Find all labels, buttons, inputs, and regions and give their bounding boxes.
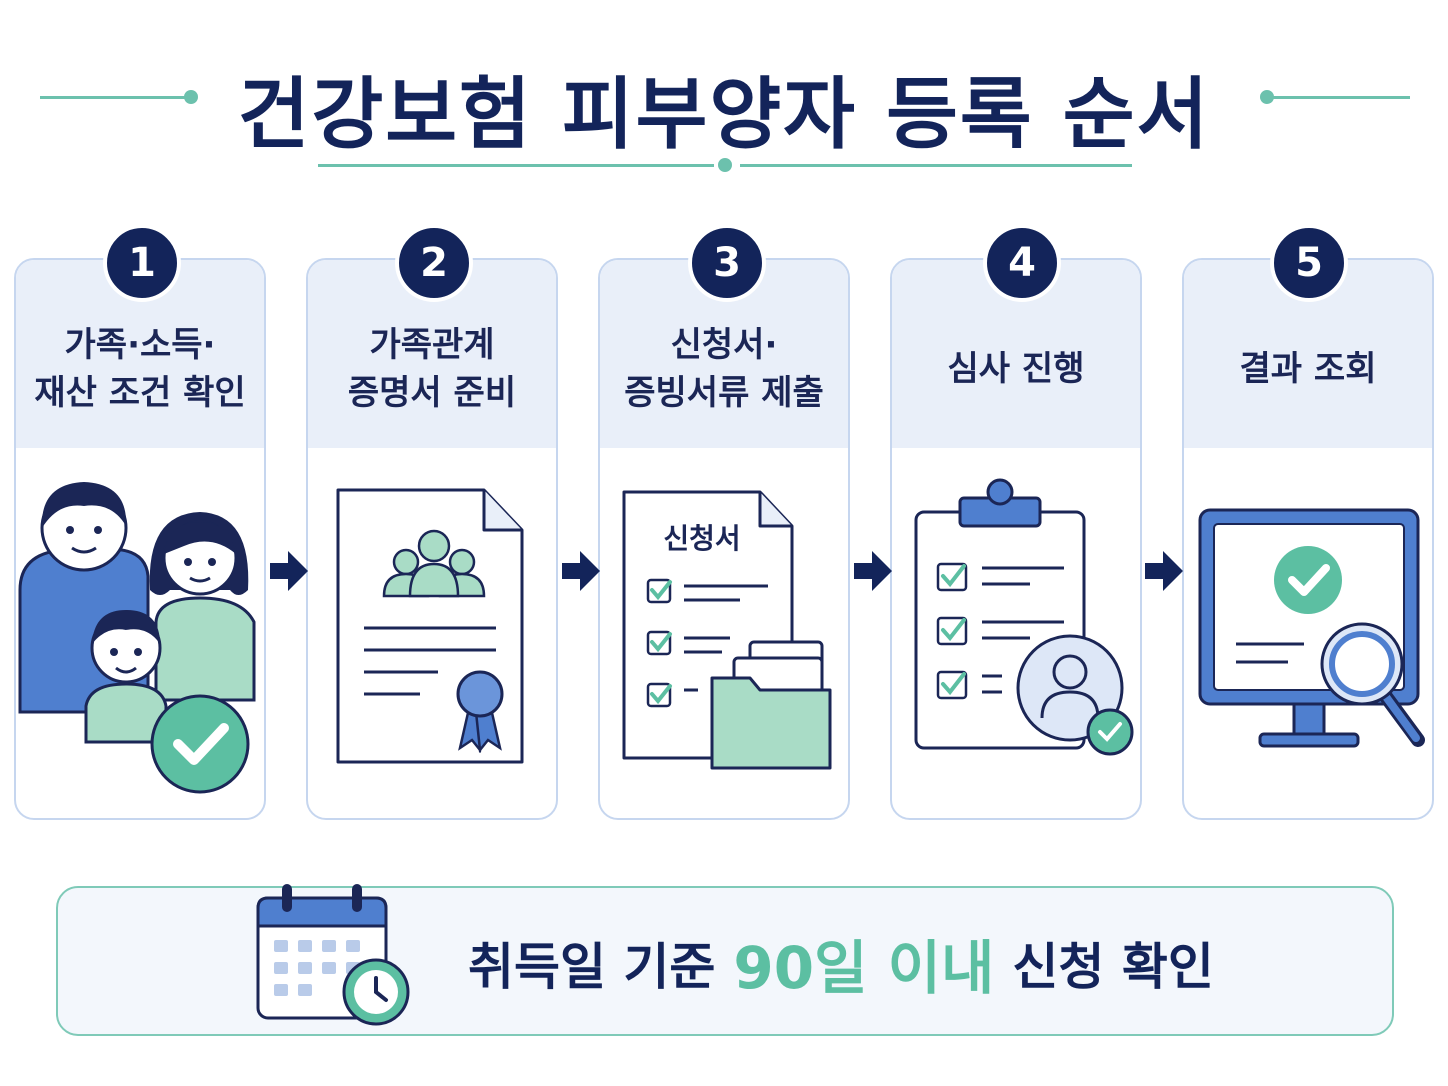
step-4-label: 심사 진행 — [947, 348, 1085, 389]
title-dot-left — [184, 90, 198, 104]
notice-text: 취득일 기준 90일 이내 신청 확인 — [468, 918, 1214, 1008]
arrow-right-icon — [854, 551, 892, 591]
arrow-right-icon — [562, 551, 600, 591]
family-icon — [18, 482, 256, 794]
title-underline-right — [740, 164, 1132, 167]
arrow-right-icon — [270, 551, 308, 591]
step-5-label: 결과 조회 — [1239, 348, 1377, 389]
step-1-label: 가족·소득· 재산 조건 확인 — [34, 324, 246, 413]
title-underline-dot — [718, 158, 732, 172]
notice-box: 취득일 기준 90일 이내 신청 확인 — [56, 884, 1394, 1036]
step-2-badge: 2 — [395, 224, 473, 302]
title-line-left — [40, 96, 190, 99]
step-1-badge: 1 — [103, 224, 181, 302]
step-5-badge: 5 — [1270, 224, 1348, 302]
notice-part-2: 신청 확인 — [1012, 938, 1214, 996]
step-card-2: 가족관계 증명서 준비 — [306, 258, 558, 820]
step-card-1: 가족·소득· 재산 조건 확인 — [14, 258, 266, 820]
notice-part-1: 취득일 기준 — [468, 938, 716, 996]
title-dot-right — [1260, 90, 1274, 104]
certificate-document-icon — [336, 488, 524, 764]
title-area: 건강보험 피부양자 등록 순서 — [0, 40, 1448, 180]
step-4-badge: 4 — [983, 224, 1061, 302]
calendar-clock-icon — [256, 884, 410, 1026]
step-card-4: 심사 진행 — [890, 258, 1142, 820]
arrow-right-icon — [1145, 551, 1183, 591]
notice-highlight: 90일 이내 — [733, 934, 995, 1002]
title-underline-left — [318, 164, 714, 167]
page-title: 건강보험 피부양자 등록 순서 — [237, 70, 1211, 160]
step-card-3: 신청서· 증빙서류 제출 신청서 — [598, 258, 850, 820]
step-card-5: 결과 조회 — [1182, 258, 1434, 820]
step-2-label: 가족관계 증명서 준비 — [347, 324, 517, 413]
step-3-badge: 3 — [688, 224, 766, 302]
step-3-label: 신청서· 증빙서류 제출 — [624, 324, 824, 413]
check-circle-icon — [150, 694, 250, 794]
clipboard-review-icon — [914, 478, 1134, 756]
form-title: 신청서 — [663, 522, 740, 555]
application-form-icon: 신청서 — [622, 490, 832, 770]
title-line-right — [1266, 96, 1410, 99]
monitor-result-icon — [1198, 508, 1425, 748]
